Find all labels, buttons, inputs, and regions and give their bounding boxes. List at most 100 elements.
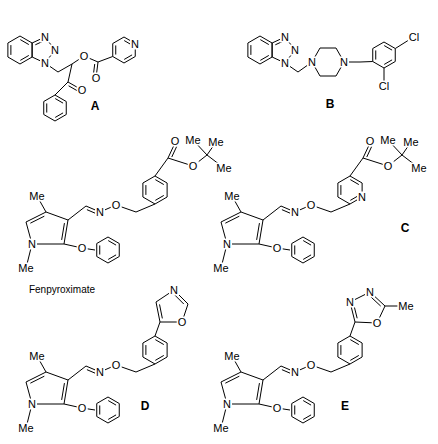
atom-label: N (290, 45, 300, 56)
bond-line (108, 241, 116, 246)
atom-label: Me (223, 351, 240, 362)
bond-line (155, 357, 167, 364)
bond-line (124, 57, 135, 64)
bond-line (99, 245, 100, 254)
bond-line (292, 237, 303, 244)
bond-line (8, 36, 20, 43)
bond-line (174, 294, 184, 304)
atom-label: O (383, 161, 394, 172)
atom-label: O (272, 403, 283, 414)
bond-line (44, 95, 55, 102)
bond-line (292, 417, 303, 424)
bond-line (58, 64, 72, 72)
atom-label: N (50, 45, 60, 56)
bond-line (55, 113, 63, 118)
atom-label: N (345, 297, 355, 308)
bond-line (167, 183, 168, 197)
bond-line (155, 355, 163, 360)
bond-line (155, 158, 168, 176)
bond-line (30, 216, 44, 223)
bond-line (225, 376, 239, 383)
bond-line (62, 223, 65, 240)
atom-label: Me (184, 135, 201, 146)
bond-line (257, 223, 260, 240)
atom-label: Me (223, 191, 240, 202)
atom-label: Me (28, 191, 45, 202)
atom-label: N (95, 207, 105, 218)
bond-line (362, 343, 363, 357)
bond-line (55, 82, 68, 95)
bond-line (142, 183, 143, 197)
bond-line (350, 176, 362, 183)
bond-line (350, 322, 355, 336)
compound-label: A (90, 100, 101, 112)
atom-label: O (77, 85, 88, 96)
bond-line (303, 397, 314, 404)
bond-line (55, 99, 63, 104)
bond-line (172, 147, 177, 158)
bond-line (136, 364, 155, 372)
atom-label: O (79, 51, 90, 62)
bond-line (108, 255, 116, 260)
bond-line (350, 357, 362, 364)
bond-line (338, 357, 350, 364)
bond-line (20, 55, 28, 60)
bond-line (68, 206, 86, 220)
bond-line (338, 176, 350, 183)
bond-line (44, 115, 55, 122)
bond-line (20, 40, 28, 45)
atom-label: O (91, 73, 102, 84)
bond-line (384, 62, 395, 69)
bond-line (384, 60, 392, 65)
bond-line (314, 404, 315, 417)
atom-label: N (130, 39, 140, 50)
bond-line (260, 40, 268, 45)
bond-line (320, 48, 336, 49)
bond-line (43, 102, 44, 115)
bond-line (115, 45, 116, 54)
bond-line (108, 257, 119, 264)
bond-line (143, 336, 155, 343)
atom-label: Me (397, 301, 414, 312)
bond-line (225, 216, 239, 223)
atom-label: O (372, 318, 383, 329)
bond-line (142, 343, 143, 357)
bond-line (338, 336, 350, 343)
bond-line (384, 46, 392, 51)
bond-line (32, 43, 33, 57)
atom-label: N (357, 192, 367, 203)
bond-line (30, 376, 44, 383)
compound-label: D (140, 400, 151, 412)
bond-line (145, 185, 146, 195)
bond-line (155, 195, 163, 200)
bond-line (292, 397, 303, 404)
atom-label: N (307, 57, 317, 68)
bond-line (97, 397, 108, 404)
bond-line (350, 340, 358, 345)
bond-line (340, 345, 341, 355)
bond-line (360, 61, 373, 63)
bond-line (155, 340, 163, 345)
bond-line (291, 404, 292, 417)
bond-line (248, 57, 260, 64)
bond-line (337, 343, 338, 357)
bond-line (97, 417, 108, 424)
bond-line (395, 49, 396, 62)
atom-label: O (170, 136, 181, 147)
atom-label: N (222, 399, 232, 410)
bond-line (373, 42, 384, 49)
atom-label: Me (410, 163, 427, 174)
bond-line (372, 49, 373, 62)
atom-label: O (188, 161, 199, 172)
bond-line (7, 43, 8, 57)
bond-line (108, 417, 119, 424)
atom-label: N (365, 287, 375, 298)
atom-label: O (306, 200, 317, 211)
bond-line (108, 401, 116, 406)
bond-line (46, 372, 68, 380)
bond-line (155, 322, 160, 336)
atom-label: Me (17, 423, 34, 434)
bond-line (68, 366, 86, 380)
bond-line (367, 147, 372, 158)
